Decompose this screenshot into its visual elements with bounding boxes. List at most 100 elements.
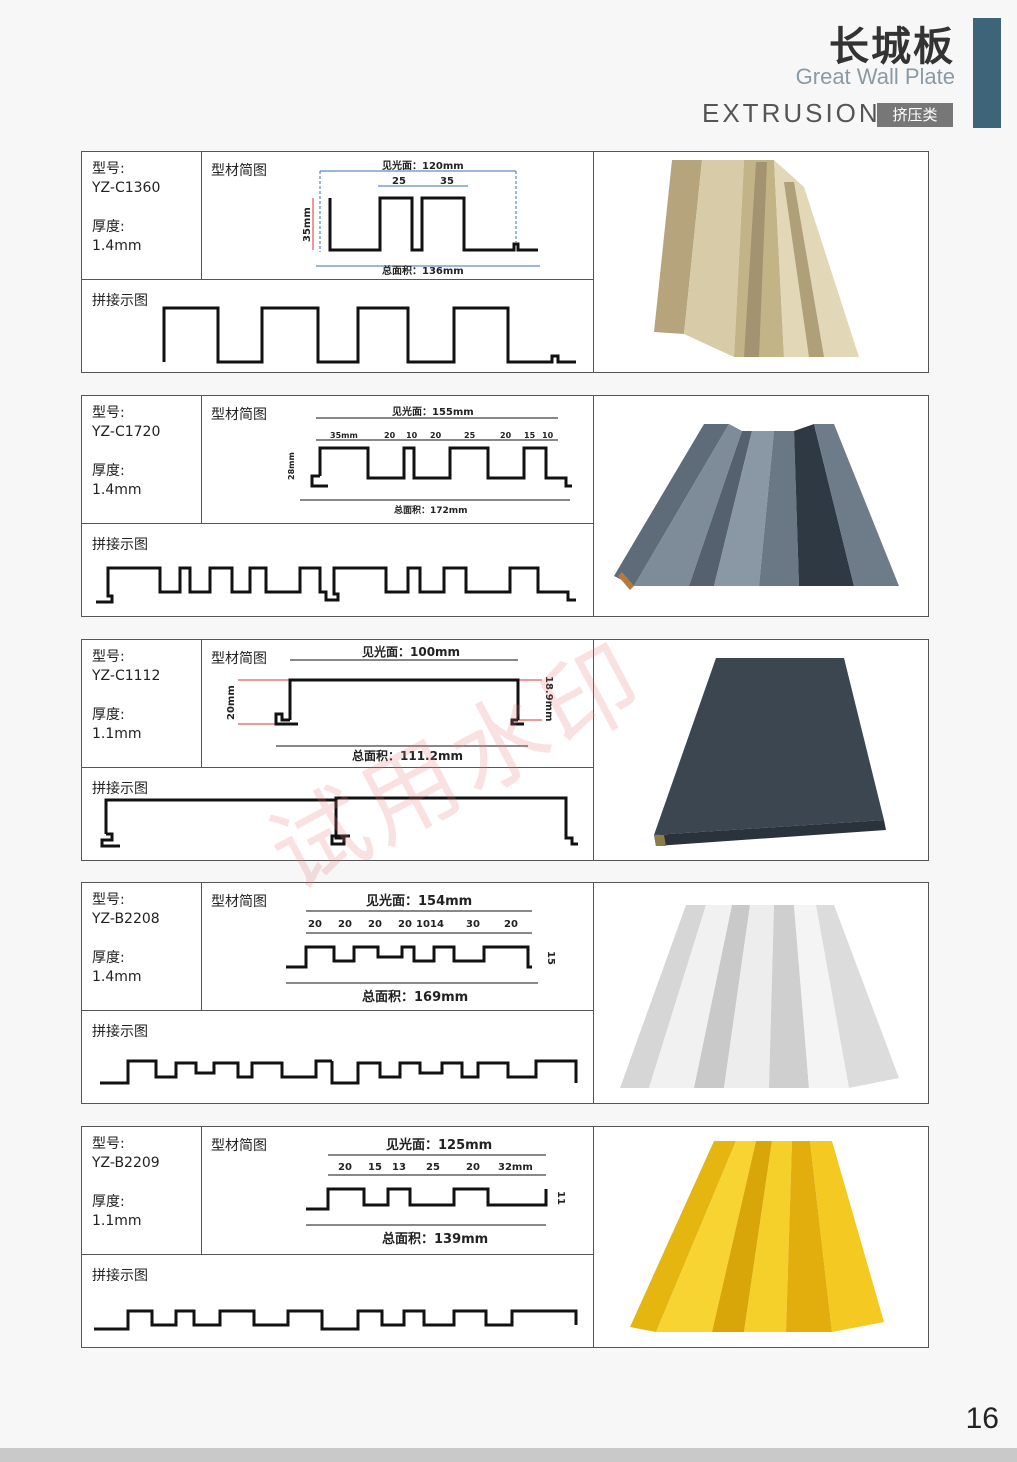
category-label: EXTRUSION (702, 98, 881, 128)
page-title-cn: 长城板 (829, 24, 955, 70)
profile-drawing: 见光面：120mm 25 35 总面积：136mm 35mm (302, 159, 540, 277)
dim-seg-2: 20 (384, 431, 396, 440)
dim-seg-5: 10 (416, 919, 430, 930)
splice-title: 拼接示图 (92, 293, 148, 309)
dim-visible: 见光面：155mm (392, 405, 474, 418)
product-info: 型号: YZ-C1112 厚度: 1.1mm (82, 640, 202, 768)
model-value: YZ-B2208 (92, 911, 160, 927)
dim-seg-6: 32mm (498, 1162, 533, 1173)
dim-seg-3: 20 (368, 919, 382, 930)
profile-drawing-cell: 型材简图 见光面：155mm 35mm 20 10 20 25 20 15 10… (202, 396, 594, 524)
splice-title: 拼接示图 (92, 537, 148, 553)
category-tag: 挤压类 (877, 103, 953, 127)
dim-seg-3: 13 (392, 1162, 406, 1173)
model-value: YZ-C1112 (92, 668, 161, 684)
splice-title: 拼接示图 (92, 781, 148, 797)
dim-seg-4: 20 (430, 431, 442, 440)
profile-drawing-cell: 型材简图 见光面：125mm 20 15 13 25 20 32mm 总面积：1… (202, 1127, 594, 1255)
profile-drawing: 见光面：125mm 20 15 13 25 20 32mm 总面积：139mm … (306, 1137, 566, 1247)
splice-drawing (100, 796, 578, 848)
profile-title: 型材简图 (211, 1138, 267, 1154)
dim-total: 总面积：172mm (394, 504, 468, 516)
header-accent-bar (973, 18, 1001, 128)
dim-seg-1: 25 (392, 176, 406, 187)
splice-drawing (96, 566, 576, 604)
model-label: 型号: (92, 892, 125, 908)
splice-drawing (100, 1059, 578, 1085)
splice-cell: 拼接示图 (82, 1011, 594, 1103)
dim-seg-5: 25 (464, 431, 476, 440)
product-block-4: 型号: YZ-B2208 厚度: 1.4mm 型材简图 见光面：154mm 20… (81, 882, 929, 1104)
dim-height-left: 20mm (226, 685, 237, 720)
product-info: 型号: YZ-C1720 厚度: 1.4mm (82, 396, 202, 524)
splice-cell: 拼接示图 (82, 280, 594, 372)
product-photo (620, 905, 899, 1088)
dim-seg-6: 14 (430, 919, 444, 930)
product-photo (614, 424, 899, 590)
profile-drawing-cell: 型材简图 见光面：120mm 25 35 总面积：136mm 35mm (202, 152, 594, 280)
thickness-value: 1.4mm (92, 238, 142, 254)
dim-seg-3: 10 (406, 431, 418, 440)
product-photo (654, 160, 859, 357)
model-label: 型号: (92, 649, 125, 665)
dim-visible: 见光面：120mm (382, 159, 464, 172)
profile-drawing: 见光面：100mm 总面积：111.2mm 20mm 18.9mm (226, 644, 554, 763)
dim-seg-7: 15 (524, 431, 536, 440)
dim-visible: 见光面：154mm (366, 893, 472, 909)
profile-title: 型材简图 (211, 894, 267, 910)
product-block-1: 型号: YZ-C1360 厚度: 1.4mm 型材简图 见光面：120mm 25… (81, 151, 929, 373)
thickness-value: 1.4mm (92, 482, 142, 498)
dim-height: 15 (545, 951, 556, 965)
dim-visible: 见光面：125mm (386, 1137, 492, 1153)
page-number: 16 (965, 1402, 999, 1435)
dim-seg-8: 10 (542, 431, 554, 440)
model-value: YZ-B2209 (92, 1155, 160, 1171)
dim-total: 总面积：139mm (382, 1231, 488, 1247)
dim-seg-1: 20 (308, 919, 322, 930)
dim-seg-4: 20 (398, 919, 412, 930)
model-label: 型号: (92, 161, 125, 177)
product-photo (630, 1141, 884, 1332)
splice-title: 拼接示图 (92, 1268, 148, 1284)
profile-title: 型材简图 (211, 651, 267, 667)
splice-drawing (162, 306, 576, 364)
thickness-value: 1.4mm (92, 969, 142, 985)
product-info: 型号: YZ-B2209 厚度: 1.1mm (82, 1127, 202, 1255)
dim-seg-4: 25 (426, 1162, 440, 1173)
dim-seg-8: 20 (504, 919, 518, 930)
dim-seg-2: 35 (440, 176, 454, 187)
thickness-label: 厚度: (92, 707, 125, 723)
thickness-label: 厚度: (92, 463, 125, 479)
product-block-5: 型号: YZ-B2209 厚度: 1.1mm 型材简图 见光面：125mm 20… (81, 1126, 929, 1348)
dim-total: 总面积：136mm (382, 264, 464, 277)
dim-height: 28mm (287, 452, 296, 480)
thickness-label: 厚度: (92, 219, 125, 235)
product-info: 型号: YZ-B2208 厚度: 1.4mm (82, 883, 202, 1011)
dim-seg-5: 20 (466, 1162, 480, 1173)
product-photo (654, 658, 886, 846)
product-block-2: 型号: YZ-C1720 厚度: 1.4mm 型材简图 见光面：155mm 35… (81, 395, 929, 617)
thickness-label: 厚度: (92, 950, 125, 966)
profile-drawing-cell: 型材简图 见光面：100mm 总面积：111.2mm 20mm 18.9mm (202, 640, 594, 768)
model-label: 型号: (92, 405, 125, 421)
thickness-value: 1.1mm (92, 1213, 142, 1229)
dim-seg-2: 20 (338, 919, 352, 930)
profile-title: 型材简图 (211, 163, 267, 179)
product-info: 型号: YZ-C1360 厚度: 1.4mm (82, 152, 202, 280)
thickness-label: 厚度: (92, 1194, 125, 1210)
model-label: 型号: (92, 1136, 125, 1152)
footer-bar (0, 1448, 1017, 1462)
profile-drawing: 见光面：155mm 35mm 20 10 20 25 20 15 10 总面积：… (287, 405, 572, 516)
page-title-en: Great Wall Plate (795, 64, 955, 89)
thickness-value: 1.1mm (92, 726, 142, 742)
dim-height: 35mm (302, 207, 313, 242)
splice-drawing (94, 1309, 578, 1331)
dim-visible: 见光面：100mm (362, 644, 460, 659)
model-value: YZ-C1360 (92, 180, 161, 196)
splice-title: 拼接示图 (92, 1024, 148, 1040)
splice-cell: 拼接示图 (82, 768, 594, 860)
product-block-3: 型号: YZ-C1112 厚度: 1.1mm 型材简图 见光面：100mm 总面… (81, 639, 929, 861)
dim-seg-1: 35mm (330, 431, 358, 440)
dim-total: 总面积：169mm (362, 989, 468, 1005)
dim-total: 总面积：111.2mm (352, 748, 463, 763)
